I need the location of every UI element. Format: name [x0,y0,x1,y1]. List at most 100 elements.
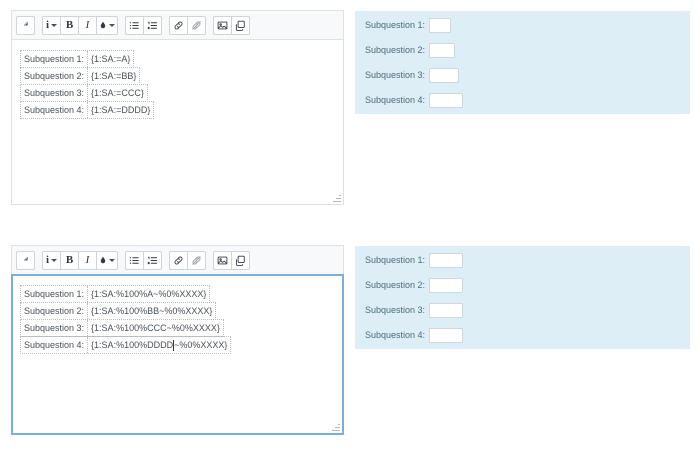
media-icon[interactable] [231,15,250,35]
editor-content-top[interactable]: Subquestion 1:{1:SA:=A}Subquestion 2:{1:… [12,40,343,204]
bold-icon: B [65,18,74,31]
bold-icon[interactable]: B [60,250,79,270]
text-color-icon [99,255,107,265]
italic-icon[interactable]: I [78,250,97,270]
ordered-list-icon [147,20,158,31]
preview-rows-top: Subquestion 1: Subquestion 2: Subquestion … [355,14,690,111]
text-caret [173,339,175,351]
editor-line[interactable]: Subquestion 3:{1:SA:=CCC} [20,84,335,102]
subquestion-cloze-line[interactable]: Subquestion 2:{1:SA:=BB} [20,67,141,85]
preview-row: Subquestion 2: [355,39,690,61]
preview-row: Subquestion 1: [355,14,690,36]
editor-line[interactable]: Subquestion 2:{1:SA:=BB} [20,67,335,85]
italic-icon: I [85,18,90,31]
media-icon [235,20,246,31]
ordered-list-icon[interactable] [143,250,162,270]
editor-line[interactable]: Subquestion 2:{1:SA:%100%BB~%0%XXXX} [20,302,335,320]
link-icon[interactable] [169,250,188,270]
subquestion-cloze-line[interactable]: Subquestion 3:{1:SA:=CCC} [20,84,148,102]
toolbar-group-0 [16,15,35,35]
ordered-list-icon[interactable] [143,15,162,35]
preview-answer-input[interactable] [429,67,460,83]
editor-lines-top: Subquestion 1:{1:SA:=A}Subquestion 2:{1:… [20,50,335,119]
subquestion-cloze-line[interactable]: Subquestion 4:{1:SA:%100%DDDD~%0%XXXX} [20,336,232,354]
link-icon [173,20,184,31]
preview-answer-input[interactable] [429,42,456,58]
cloze-code[interactable]: {1:SA:=CCC} [91,88,144,98]
link-icon[interactable] [169,15,188,35]
paragraph-style-icon[interactable]: i [42,15,61,35]
preview-answer-input[interactable] [429,17,452,33]
cloze-code[interactable]: {1:SA:%100%CCC~%0%XXXX} [91,323,220,333]
unlink-icon [191,20,202,31]
subquestion-cloze-line[interactable]: Subquestion 1:{1:SA:%100%A~%0%XXXX} [20,285,211,303]
preview-answer-input[interactable] [429,92,464,108]
paragraph-style-icon[interactable]: i [42,250,61,270]
image-icon[interactable] [213,250,232,270]
text-color-icon [99,20,107,30]
preview-subquestion-label: Subquestion 1: [365,20,426,30]
cloze-code[interactable]: {1:SA:%100%A~%0%XXXX} [91,289,207,299]
cloze-code[interactable]: {1:SA:=DDDD} [91,105,151,115]
unordered-list-icon[interactable] [125,250,144,270]
image-icon [217,255,228,266]
resize-grip-icon[interactable] [331,422,340,431]
preview-row: Subquestion 4: [355,324,690,346]
undo-icon [21,20,30,30]
preview-answer-input[interactable] [429,327,464,343]
media-icon[interactable] [231,250,250,270]
unlink-icon[interactable] [187,15,206,35]
preview-rows-bottom: Subquestion 1: Subquestion 2: Subquestion … [355,249,690,346]
preview-answer-input[interactable] [429,277,464,293]
subquestion-label: Subquestion 3: [21,320,89,336]
resize-grip-icon[interactable] [332,193,341,202]
undo-icon[interactable] [16,250,35,270]
cloze-code[interactable]: {1:SA:%100%BB~%0%XXXX} [91,306,213,316]
subquestion-cloze-line[interactable]: Subquestion 4:{1:SA:=DDDD} [20,101,155,119]
unlink-icon[interactable] [187,250,206,270]
cloze-code[interactable]: {1:SA:%100%DDDD~%0%XXXX} [91,339,228,351]
toolbar-group-2 [125,15,162,35]
subquestion-label: Subquestion 1: [21,286,89,302]
editor-line[interactable]: Subquestion 3:{1:SA:%100%CCC~%0%XXXX} [20,319,335,337]
unordered-list-icon[interactable] [125,15,144,35]
preview-row: Subquestion 2: [355,274,690,296]
paragraph-style-icon: i [45,18,50,31]
unordered-list-icon [129,20,140,31]
toolbar-group-3 [169,250,206,270]
bold-icon: B [65,253,74,266]
media-icon [235,255,246,266]
text-color-icon[interactable] [96,15,118,35]
question-preview-bottom: Subquestion 1: Subquestion 2: Subquestion … [355,246,690,349]
subquestion-cloze-line[interactable]: Subquestion 1:{1:SA:=A} [20,50,135,68]
toolbar-group-4 [213,250,250,270]
bold-icon[interactable]: B [60,15,79,35]
image-icon[interactable] [213,15,232,35]
preview-subquestion-label: Subquestion 1: [365,255,426,265]
text-color-icon[interactable] [96,250,118,270]
subquestion-cloze-line[interactable]: Subquestion 3:{1:SA:%100%CCC~%0%XXXX} [20,319,224,337]
preview-row: Subquestion 3: [355,64,690,86]
preview-answer-input[interactable] [429,252,464,268]
ordered-list-icon [147,255,158,266]
preview-subquestion-label: Subquestion 3: [365,305,426,315]
italic-icon[interactable]: I [78,15,97,35]
subquestion-cloze-line[interactable]: Subquestion 2:{1:SA:%100%BB~%0%XXXX} [20,302,217,320]
editor-line[interactable]: Subquestion 1:{1:SA:%100%A~%0%XXXX} [20,285,335,303]
subquestion-label: Subquestion 2: [21,303,89,319]
subquestion-label: Subquestion 3: [21,85,89,101]
editor-line[interactable]: Subquestion 4:{1:SA:%100%DDDD~%0%XXXX} [20,336,335,354]
preview-answer-input[interactable] [429,302,464,318]
unordered-list-icon [129,255,140,266]
editor-line[interactable]: Subquestion 1:{1:SA:=A} [20,50,335,68]
editor-line[interactable]: Subquestion 4:{1:SA:=DDDD} [20,101,335,119]
cloze-code[interactable]: {1:SA:=A} [91,54,131,64]
editor-content-bottom[interactable]: Subquestion 1:{1:SA:%100%A~%0%XXXX}Subqu… [11,274,344,435]
cloze-code[interactable]: {1:SA:=BB} [91,71,137,81]
chevron-down-icon [109,23,115,27]
undo-icon[interactable] [16,15,35,35]
